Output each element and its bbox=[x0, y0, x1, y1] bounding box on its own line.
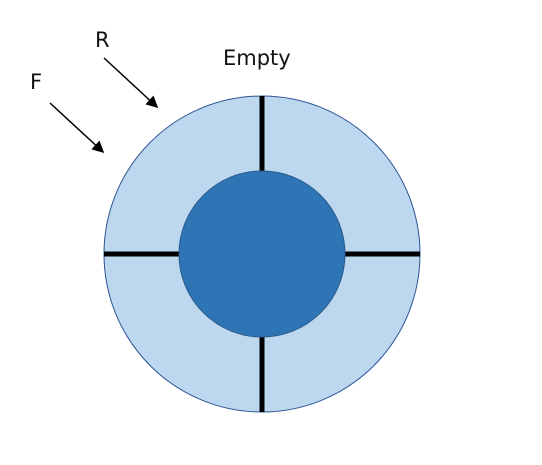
label-f: F bbox=[30, 70, 43, 94]
inner-disk bbox=[178, 170, 346, 338]
arrow-f bbox=[49, 102, 105, 154]
arrow-r bbox=[103, 57, 159, 109]
label-r: R bbox=[95, 28, 110, 52]
label-empty: Empty bbox=[223, 46, 291, 70]
